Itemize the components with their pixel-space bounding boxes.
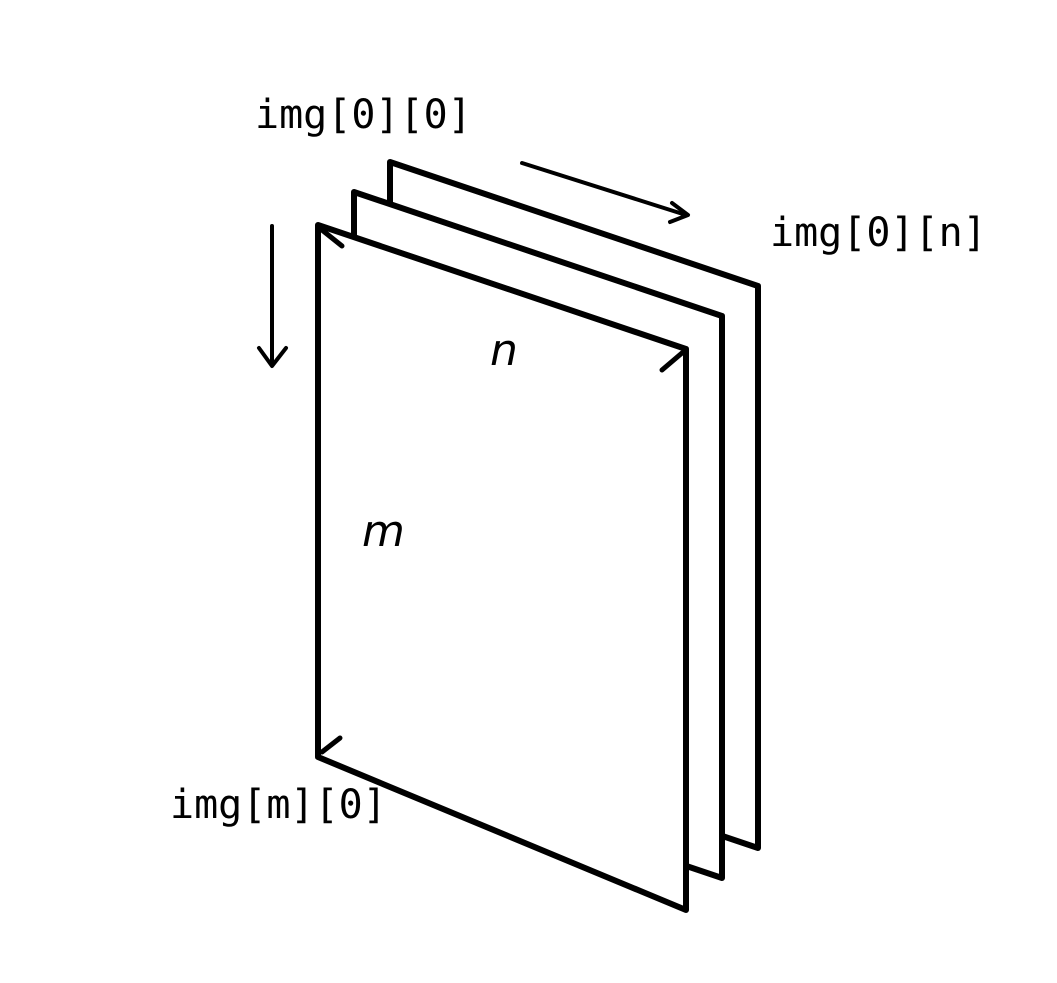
- label-top-right: img[0][n]: [770, 210, 987, 256]
- corner-mark-bottom-left: [319, 735, 343, 755]
- label-bottom-left: img[m][0]: [170, 782, 387, 828]
- arrow-right-icon: [520, 161, 690, 224]
- corner-mark-top-right: [659, 350, 685, 373]
- image-layer-front: [315, 222, 689, 913]
- label-top-left: img[0][0]: [255, 92, 472, 138]
- arrow-down-icon: [257, 224, 288, 368]
- label-width-n: n: [490, 325, 518, 376]
- label-height-m: m: [362, 506, 405, 557]
- corner-mark-top-left: [319, 227, 345, 249]
